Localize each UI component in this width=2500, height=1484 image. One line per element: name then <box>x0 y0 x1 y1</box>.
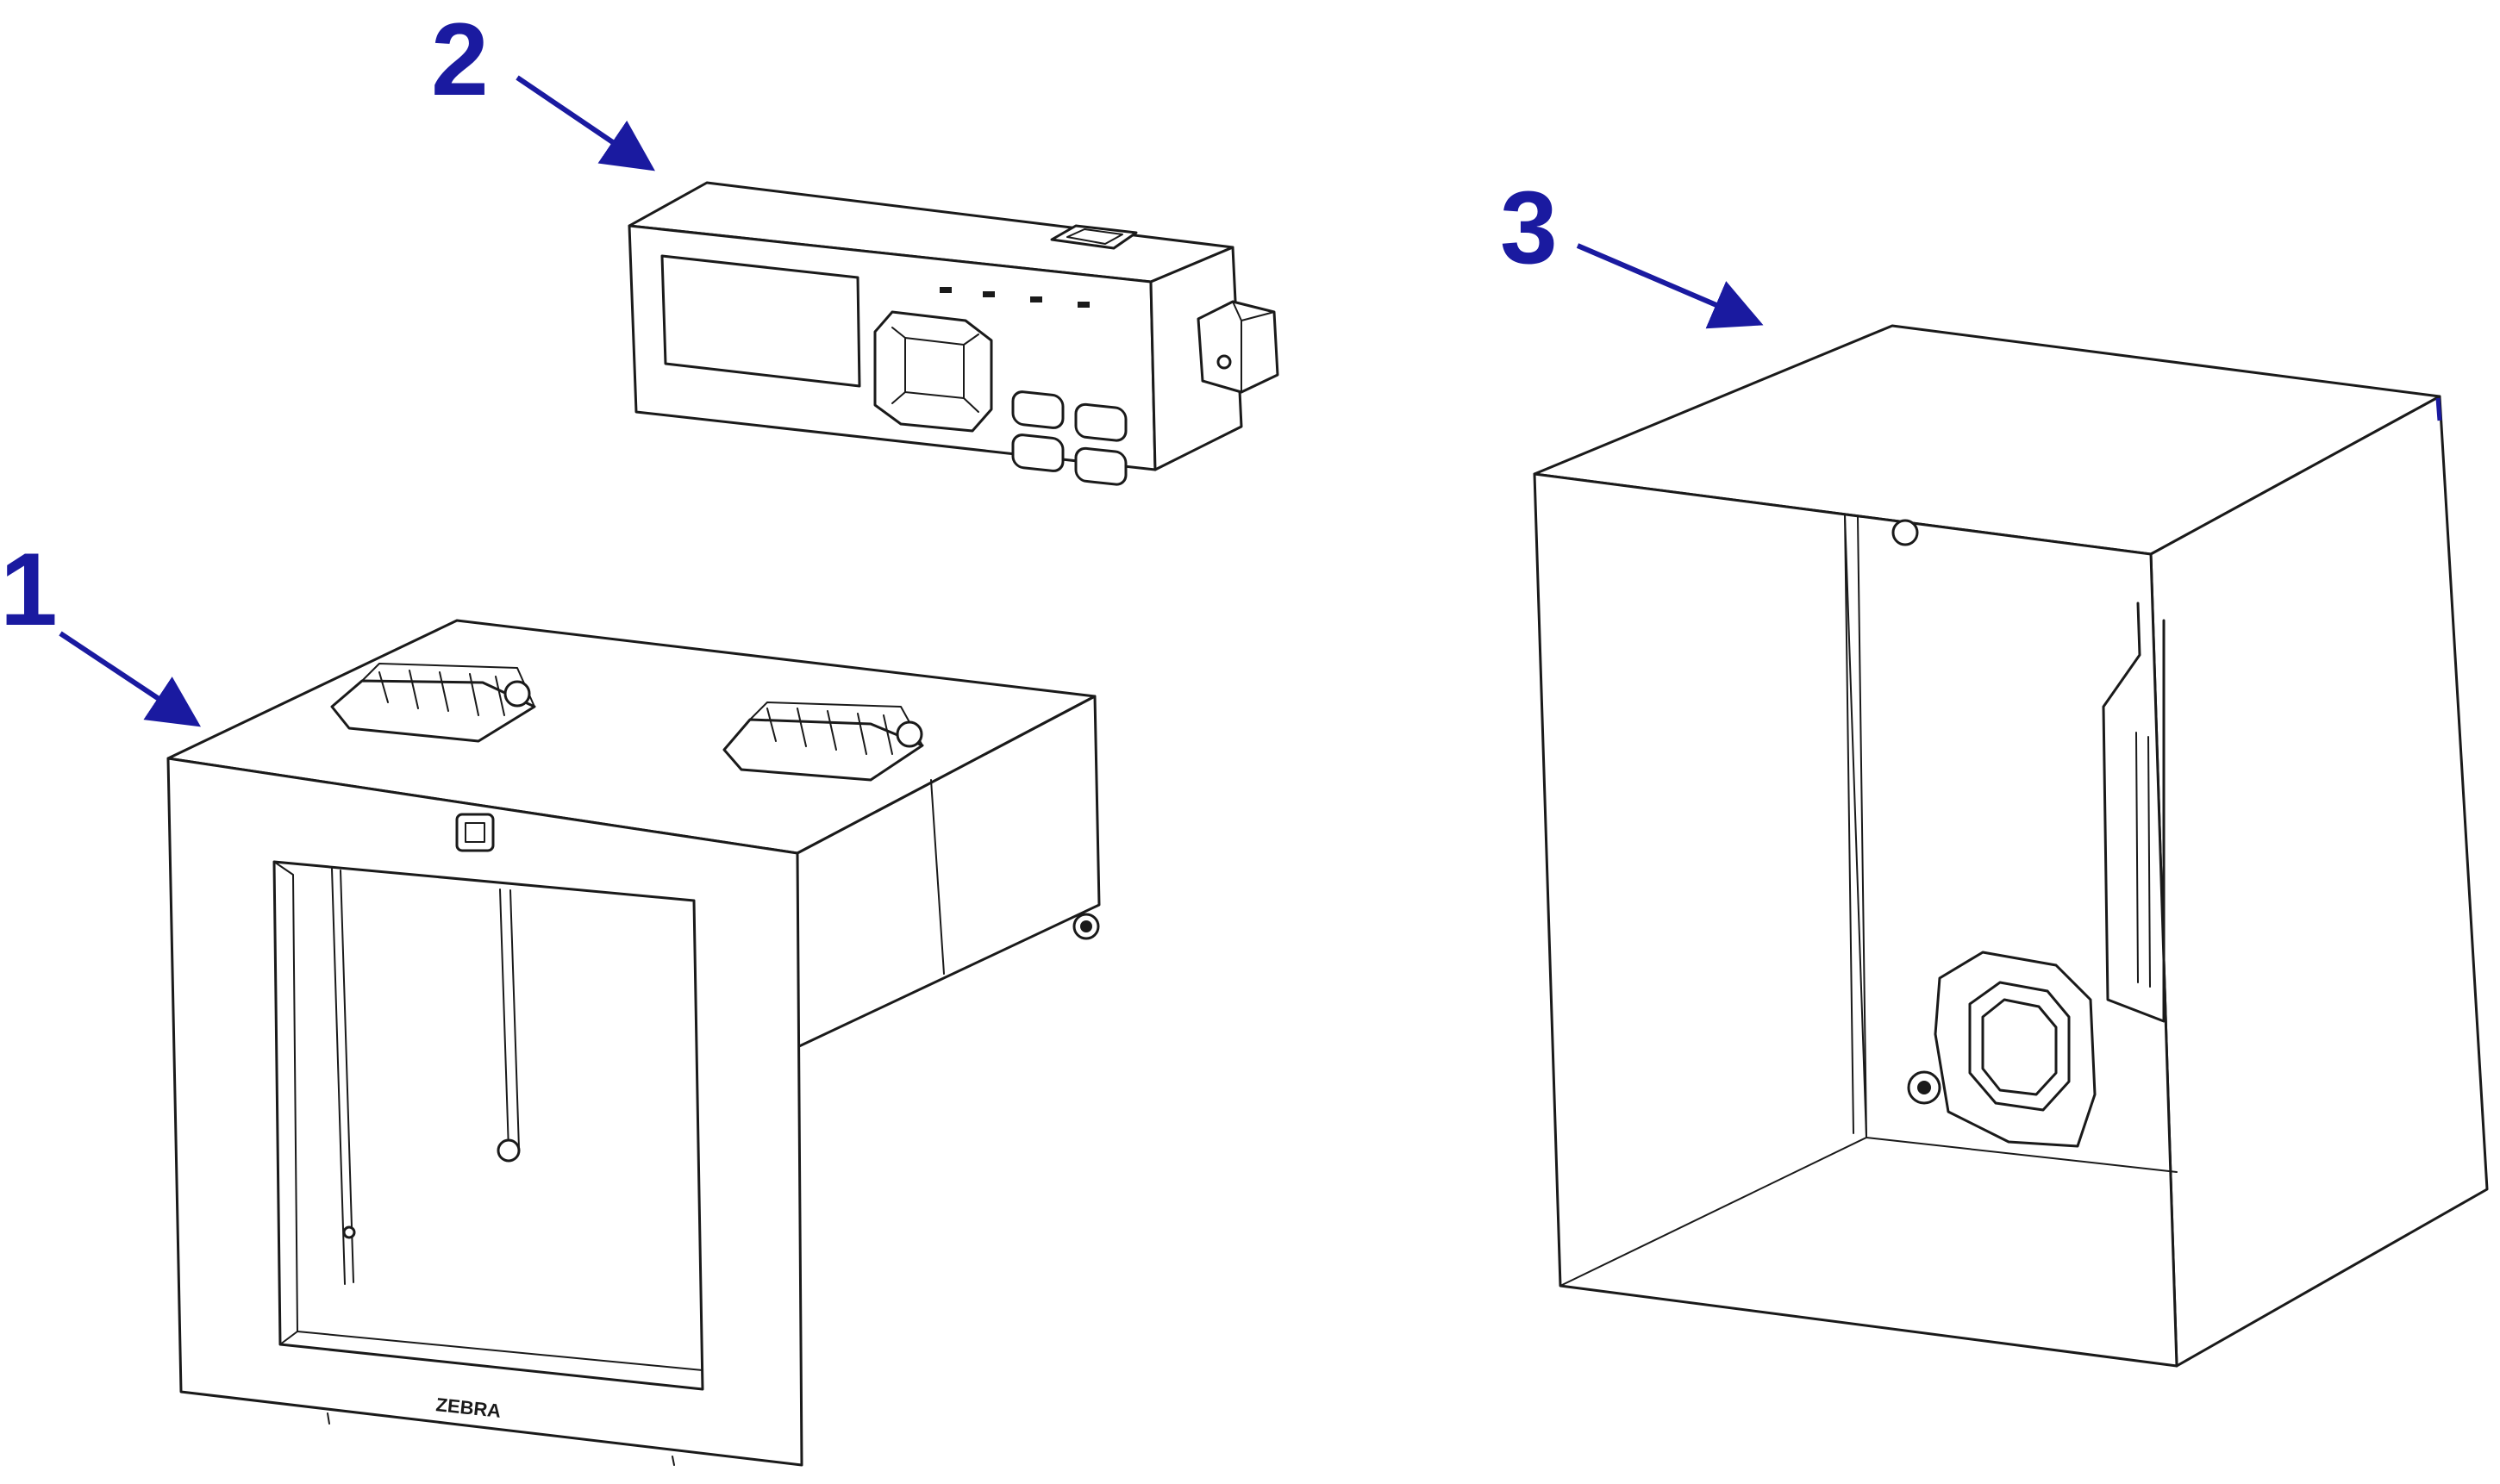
panel-display <box>660 254 861 388</box>
panel-button <box>1074 402 1128 442</box>
part-front-frame: ZEBRA <box>166 619 1101 1467</box>
nav-pad-icon <box>873 310 993 433</box>
callout-1-arrow <box>59 631 201 727</box>
panel-button <box>1011 433 1065 472</box>
callout-2-label: 2 <box>431 2 489 117</box>
panel-connector <box>1197 300 1279 394</box>
callout-group: 2 3 1 <box>0 2 1764 727</box>
panel-button <box>1074 446 1128 486</box>
panel-led-indicators <box>940 287 1090 308</box>
part-enclosure-box <box>1533 324 2489 1368</box>
frame-rail-right <box>499 889 520 1151</box>
box-cable-gland-icon <box>1934 951 2097 1148</box>
callout-3-arrow <box>1576 243 1764 329</box>
part-control-panel <box>628 181 1279 486</box>
panel-button <box>1011 390 1065 429</box>
frame-rear-foot <box>1072 913 1100 940</box>
callout-2-arrow <box>516 75 655 171</box>
box-interior-left <box>1534 473 1867 1287</box>
callout-1-label: 1 <box>0 532 58 647</box>
panel-right-face <box>1149 246 1243 471</box>
power-switch-icon <box>1050 224 1138 250</box>
frame-inner-left <box>273 861 298 1345</box>
box-right-face <box>2149 395 2489 1368</box>
box-front-face-opening <box>1533 472 2178 1368</box>
hinge-right-icon <box>722 701 924 782</box>
box-side-latch <box>2102 602 2166 1023</box>
frame-rail-left <box>331 868 354 1285</box>
box-screw-top <box>1891 519 1919 546</box>
frame-emblem-icon <box>455 813 495 852</box>
hinge-left-icon <box>330 663 536 743</box>
callout-3-label: 3 <box>1500 170 1558 285</box>
frame-window <box>272 860 704 1391</box>
panel-buttons <box>1011 390 1128 486</box>
